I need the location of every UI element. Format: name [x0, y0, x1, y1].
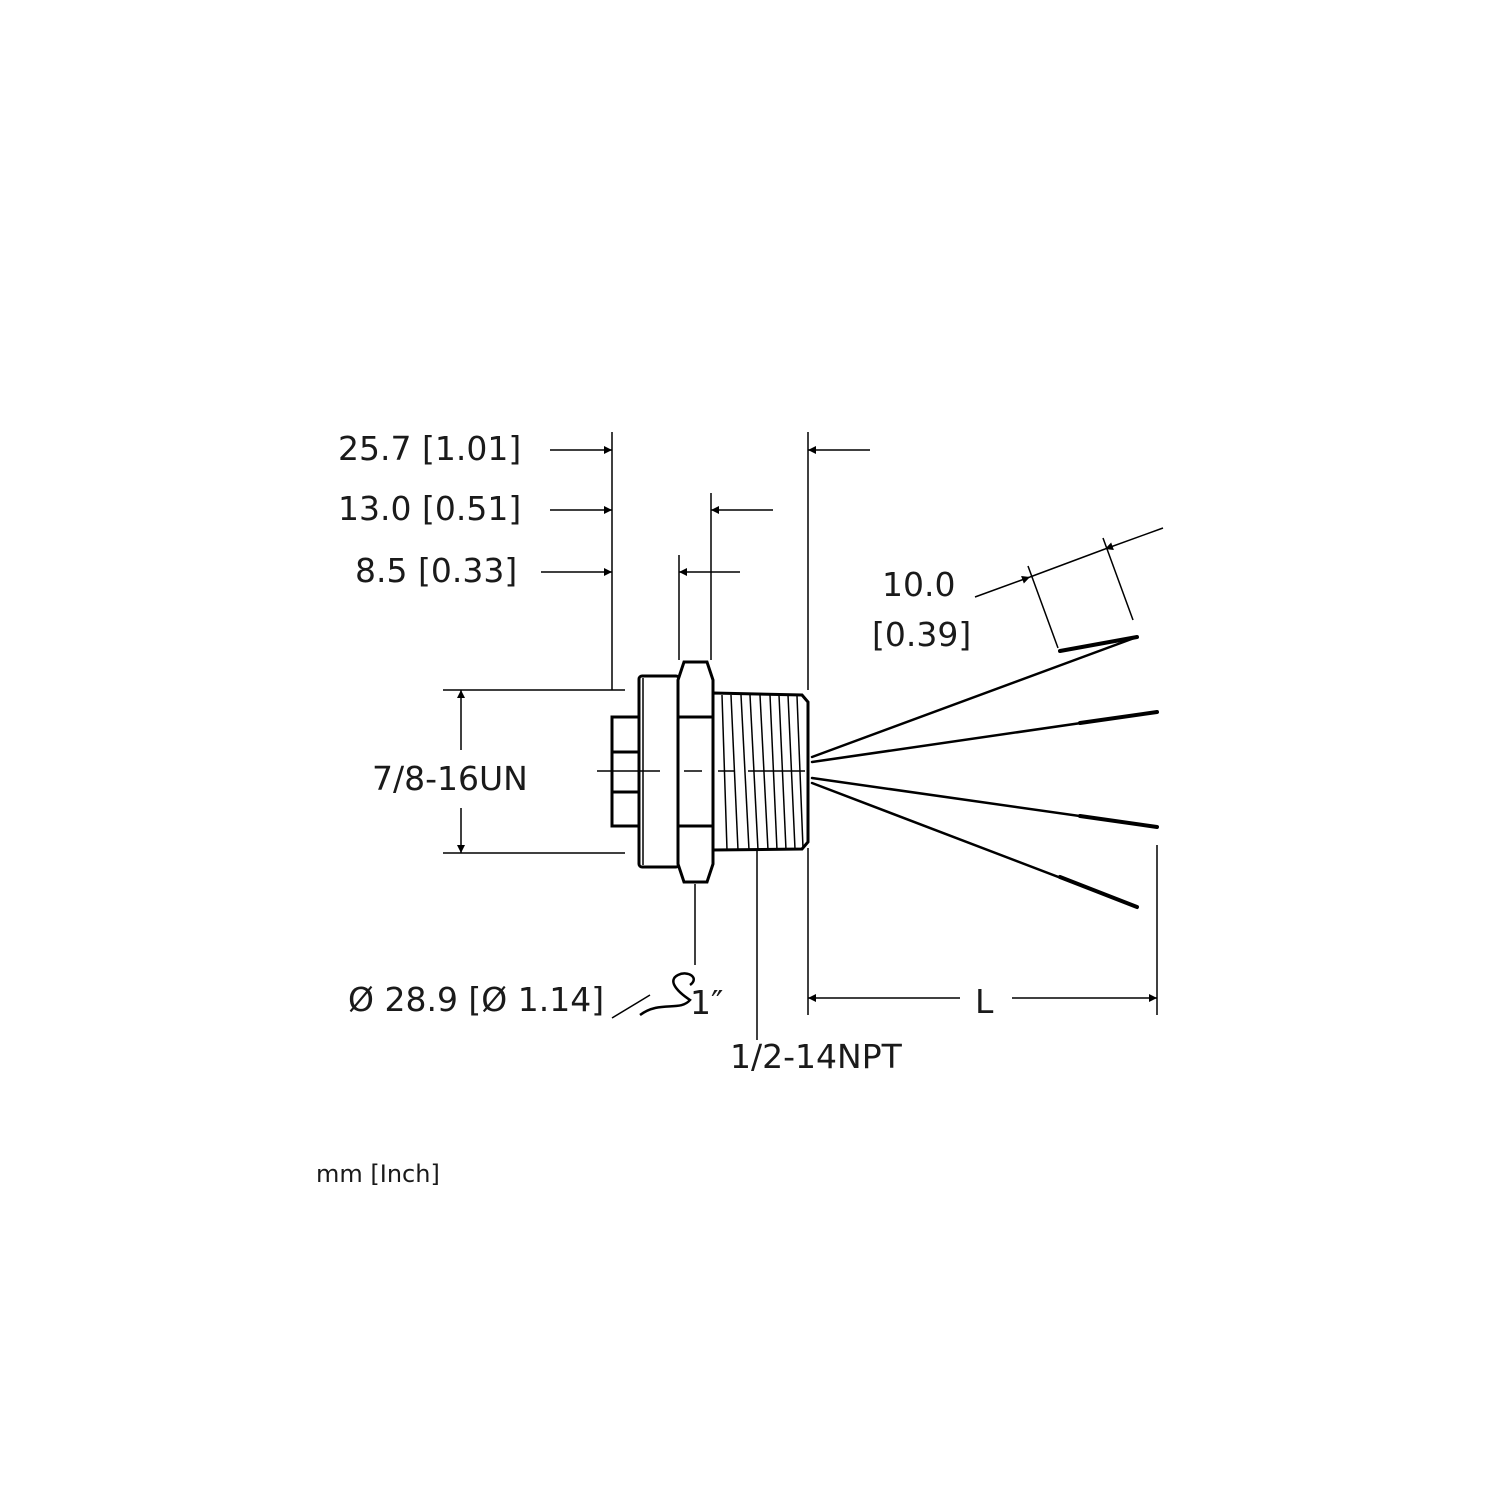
- diameter-label: Ø 28.9 [Ø 1.14]: [348, 980, 605, 1019]
- wrench-icon: [639, 972, 695, 1017]
- extension-lines: [443, 432, 1158, 1040]
- wrench-size-label: 1″: [690, 983, 724, 1022]
- units-note: mm [Inch]: [316, 1160, 440, 1188]
- thread-rear-label: 1/2-14NPT: [730, 1037, 902, 1076]
- thread-lines: [597, 694, 805, 851]
- dim-strip-length-in: [0.39]: [872, 615, 972, 654]
- thread-front-label: 7/8-16UN: [372, 759, 528, 798]
- dim-flange-thickness: 8.5 [0.33]: [355, 551, 518, 590]
- dim-overall-length: 25.7 [1.01]: [338, 429, 522, 468]
- cable-length-label: L: [975, 982, 994, 1021]
- connector-body: [610, 660, 810, 884]
- hex-nut: [676, 660, 715, 884]
- dim-nut-to-flange: 13.0 [0.51]: [338, 489, 522, 528]
- dim-strip-length-mm: 10.0: [882, 565, 956, 604]
- wire-stripped-ends: [1058, 635, 1159, 909]
- wires: [810, 635, 1159, 909]
- dimension-lines: [457, 446, 1164, 1019]
